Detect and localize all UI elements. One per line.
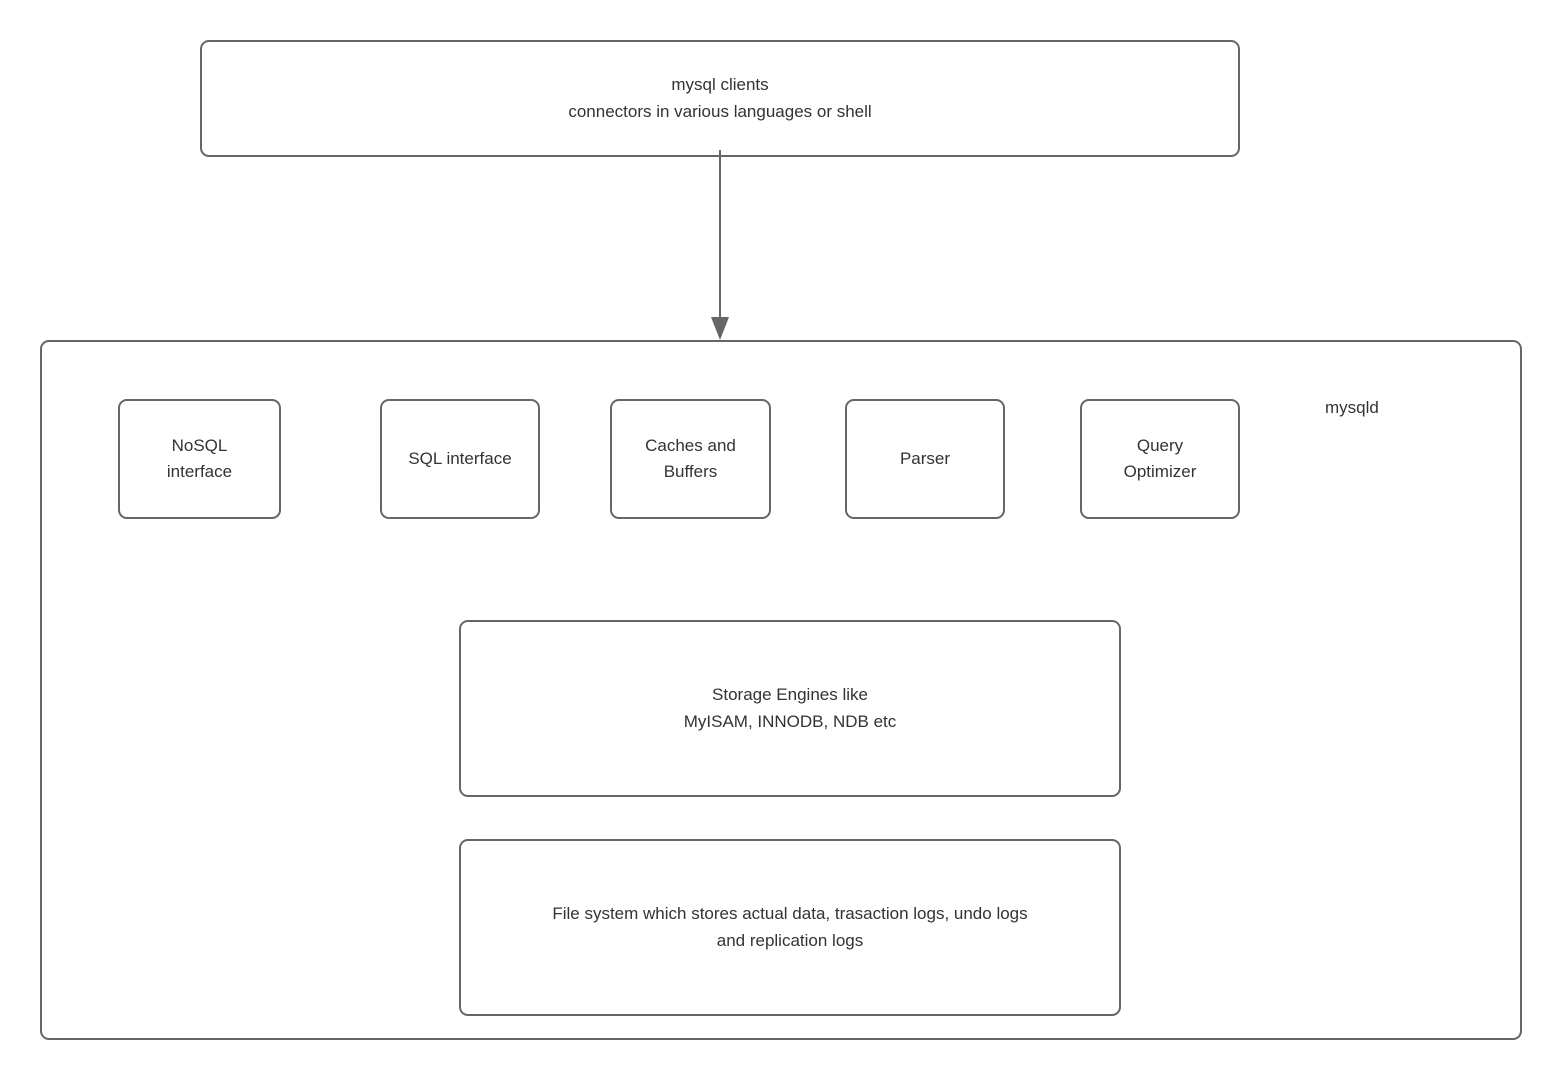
component-label: Parser (899, 448, 951, 468)
component-nosql-interface[interactable]: NoSQL interface (118, 399, 281, 519)
mysql-clients-box[interactable]: mysql clients connectors in various lang… (200, 40, 1240, 157)
storage-engines-label: Storage Engines like MyISAM, INNODB, NDB… (683, 685, 897, 731)
component-sql-interface[interactable]: SQL interface (380, 399, 540, 519)
mysqld-label: mysqld (1325, 398, 1379, 417)
clients-to-mysqld-arrow (690, 150, 750, 345)
file-system-label: File system which stores actual data, tr… (552, 904, 1028, 950)
file-system-box[interactable]: File system which stores actual data, tr… (459, 839, 1121, 1016)
component-label: NoSQL interface (166, 435, 233, 481)
storage-engines-box[interactable]: Storage Engines like MyISAM, INNODB, NDB… (459, 620, 1121, 797)
arrow-icon (711, 150, 729, 340)
component-label: Query Optimizer (1123, 435, 1197, 481)
component-label: Caches and Buffers (645, 435, 736, 481)
component-label: SQL interface (408, 448, 512, 468)
mysql-clients-label: mysql clients connectors in various lang… (568, 75, 872, 121)
component-query-optimizer[interactable]: Query Optimizer (1080, 399, 1240, 519)
component-caches-and-buffers[interactable]: Caches and Buffers (610, 399, 771, 519)
component-parser[interactable]: Parser (845, 399, 1005, 519)
